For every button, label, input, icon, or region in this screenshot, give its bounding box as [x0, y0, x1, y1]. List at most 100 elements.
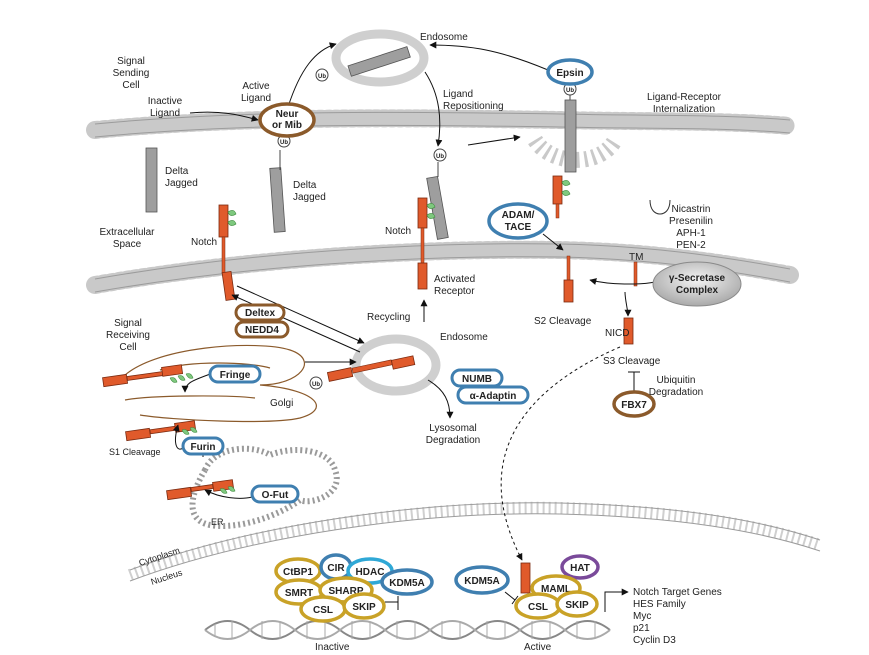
svg-text:p21: p21 — [633, 623, 650, 634]
inhibition-bars — [385, 371, 640, 610]
gamma-secretase-label-1: γ-Secretase — [669, 273, 726, 284]
delta-jagged-ligand-active — [269, 167, 286, 233]
neur-or-mib-label-1: Neur — [276, 109, 299, 120]
ub-tag: Ub — [280, 140, 288, 146]
nicd-nuclear — [520, 562, 531, 594]
signal-sending-cell-label: Signal Sending Cell — [113, 56, 150, 91]
skip-inactive — [342, 592, 386, 620]
skip-active — [555, 590, 599, 618]
fringe — [208, 364, 262, 384]
active-ligand-label: Active Ligand — [241, 81, 271, 104]
svg-text:Signal: Signal — [117, 56, 145, 67]
svg-text:Repositioning: Repositioning — [443, 101, 504, 112]
svg-text:Ubiquitin: Ubiquitin — [657, 375, 696, 386]
svg-text:Cyclin D3: Cyclin D3 — [633, 635, 676, 646]
endosome-mid-label: Endosome — [440, 332, 488, 343]
svg-text:Nicastrin: Nicastrin — [672, 204, 711, 215]
fringe-label: Fringe — [220, 370, 251, 381]
skip-active-label: SKIP — [565, 600, 589, 611]
sharp-label: SHARP — [328, 586, 363, 597]
smrt-label: SMRT — [285, 588, 313, 599]
svg-text:Internalization: Internalization — [653, 104, 715, 115]
endosome-top-label: Endosome — [420, 32, 468, 43]
csl-active-label: CSL — [528, 602, 548, 613]
svg-text:Activated: Activated — [434, 274, 475, 285]
adam-tace — [487, 202, 549, 240]
skip-inactive-label: SKIP — [352, 602, 376, 613]
golgi-label: Golgi — [270, 398, 293, 409]
svg-text:Space: Space — [113, 239, 142, 250]
nicd-fragment — [623, 317, 634, 345]
adam-tace-label-2: TACE — [505, 222, 532, 233]
endosome-middle: Ub — [309, 334, 441, 396]
er-label: ER — [211, 517, 224, 527]
svg-text:Delta: Delta — [165, 166, 189, 177]
ubiquitin-degradation-label: Ubiquitin Degradation — [649, 375, 703, 398]
gamma-secretase-label-2: Complex — [676, 285, 719, 296]
dna-helix — [204, 620, 611, 640]
adam-tace-label-1: ADAM/ — [502, 210, 535, 221]
svg-text:Receptor: Receptor — [434, 286, 475, 297]
svg-text:HES Family: HES Family — [633, 599, 686, 610]
neur-or-mib — [258, 102, 316, 138]
notch-label-2: Notch — [385, 226, 411, 237]
inactive-label: Inactive — [315, 642, 350, 653]
furin-label: Furin — [191, 442, 216, 453]
recycling-label: Recycling — [367, 312, 410, 323]
ligand-repositioning-label: Ligand Repositioning — [443, 89, 504, 112]
svg-text:Jagged: Jagged — [165, 178, 198, 189]
svg-text:Jagged: Jagged — [293, 192, 326, 203]
maml-label: MAML — [541, 584, 571, 595]
svg-text:Sending: Sending — [113, 68, 150, 79]
o-fut-label: O-Fut — [262, 490, 289, 501]
svg-text:Degradation: Degradation — [649, 387, 703, 398]
deltex-label: Deltex — [245, 308, 275, 319]
notch-receptor-1 — [218, 204, 237, 301]
gamma-secretase-complex — [652, 261, 742, 307]
activated-receptor-label: Activated Receptor — [434, 274, 475, 297]
svg-text:Cell: Cell — [122, 80, 139, 91]
numb-label: NUMB — [462, 374, 492, 385]
delta-jagged-label-1: Delta Jagged — [165, 166, 198, 189]
kdm5a-inactive-label: KDM5A — [389, 578, 425, 589]
svg-text:PEN-2: PEN-2 — [676, 240, 706, 251]
kdm5a-active-label: KDM5A — [464, 576, 500, 587]
ub-tag: Ub — [318, 74, 326, 80]
signal-sending-cell-membrane — [86, 109, 799, 168]
notch-target-genes-label: Notch Target Genes HES Family Myc p21 Cy… — [633, 587, 722, 646]
svg-text:Ligand: Ligand — [150, 108, 180, 119]
er — [189, 445, 340, 529]
alpha-adaptin — [456, 385, 530, 405]
golgi-notch-fragments — [102, 364, 235, 501]
furin — [181, 436, 225, 456]
fbx7-label: FBX7 — [621, 400, 647, 411]
gamma-secretase-components-label: Nicastrin Presenilin APH-1 PEN-2 — [669, 204, 713, 251]
svg-text:Ligand: Ligand — [241, 93, 271, 104]
cir-label: CIR — [327, 563, 345, 574]
kdm5a-active — [454, 565, 510, 595]
svg-text:Signal: Signal — [114, 318, 142, 329]
csl-inactive-label: CSL — [313, 605, 333, 616]
ub-tag: Ub — [436, 154, 444, 160]
svg-text:Presenilin: Presenilin — [669, 216, 713, 227]
svg-text:Lysosomal: Lysosomal — [429, 423, 476, 434]
active-label: Active — [524, 642, 552, 653]
hdac-label: HDAC — [356, 567, 385, 578]
tm-label: TM — [629, 252, 643, 263]
neur-or-mib-label-2: or Mib — [272, 120, 302, 131]
hat — [560, 554, 600, 580]
notch-delta-complex: Ub — [417, 148, 449, 290]
fbx7 — [612, 390, 656, 418]
svg-text:Delta: Delta — [293, 180, 317, 191]
svg-text:Inactive: Inactive — [148, 96, 183, 107]
svg-text:Notch Target Genes: Notch Target Genes — [633, 587, 722, 598]
o-fut — [250, 484, 300, 504]
s2-cleavage-label: S2 Cleavage — [534, 316, 592, 327]
svg-text:Ligand: Ligand — [443, 89, 473, 100]
ub-tag: Ub — [566, 88, 574, 94]
epsin-label: Epsin — [556, 68, 583, 79]
nedd4-label: NEDD4 — [245, 325, 279, 336]
ligand-receptor-internalization-label: Ligand-Receptor Internalization — [647, 92, 722, 115]
svg-text:Active: Active — [242, 81, 270, 92]
internalized-ligand-receptor: Ub — [552, 82, 577, 219]
